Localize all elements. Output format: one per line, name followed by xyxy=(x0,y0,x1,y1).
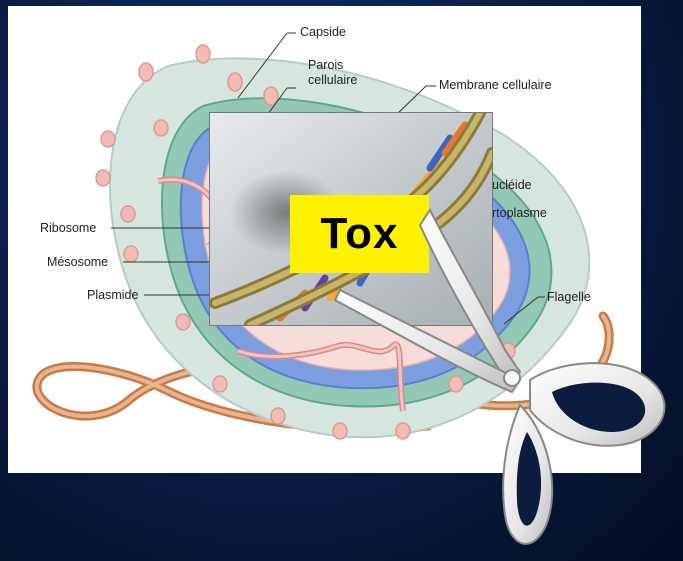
tox-label: Tox xyxy=(290,195,429,273)
label-capside: Capside xyxy=(300,25,346,39)
label-ribosome: Ribosome xyxy=(40,221,96,235)
label-cytoplasme: rtoplasme xyxy=(492,206,547,220)
label-nucleoide: ucléide xyxy=(492,178,532,192)
label-mesosome: Mésosome xyxy=(47,255,108,269)
label-cellulaire: cellulaire xyxy=(308,73,357,87)
label-flagelle: Flagelle xyxy=(547,290,591,304)
label-parois: Parois xyxy=(308,58,343,72)
label-plasmide: Plasmide xyxy=(87,288,138,302)
label-membrane-cellulaire: Membrane cellulaire xyxy=(439,78,552,92)
